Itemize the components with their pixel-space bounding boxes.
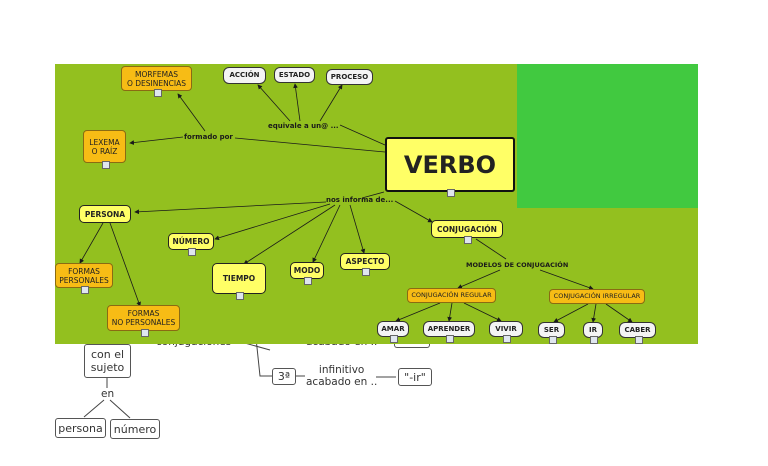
- aprender-label: APRENDER: [427, 324, 471, 333]
- tiempo-label: TIEMPO: [222, 274, 256, 283]
- resource-icon: [634, 336, 643, 344]
- ir-label: IR: [589, 325, 597, 334]
- resource-icon: [503, 335, 511, 343]
- caber-label: CABER: [624, 325, 651, 334]
- infinitivo-label: infinitivo acabado en ..: [306, 364, 378, 388]
- aspecto-node: ASPECTO: [340, 253, 390, 276]
- conjugacion-label: CONJUGACIÓN: [437, 224, 497, 234]
- amar-label: AMAR: [381, 324, 405, 333]
- numero-node-bottom: número: [110, 419, 160, 439]
- resource-icon: [548, 336, 557, 344]
- amar-node: AMAR: [377, 321, 409, 343]
- resource-icon: [464, 236, 472, 244]
- lexema-node: LEXEMA O RAÍZ: [83, 130, 126, 169]
- ser-node: SER: [538, 322, 565, 344]
- formas-no-personales-label: FORMAS NO PERSONALES: [111, 309, 176, 327]
- formas-personales-node: FORMAS PERSONALES: [55, 263, 113, 294]
- caber-node: CABER: [619, 322, 656, 344]
- persona-node-bottom: persona: [55, 418, 106, 438]
- aprender-node: APRENDER: [423, 321, 475, 343]
- tercera-node: 3ª: [272, 368, 296, 385]
- label-formado-por: formado por: [184, 133, 233, 141]
- conjugacion-node: CONJUGACIÓN: [431, 220, 503, 244]
- conjugaciones-label: conjugaciones: [156, 342, 231, 348]
- resource-icon: [446, 335, 454, 343]
- resource-icon: [390, 335, 398, 343]
- formas-no-personales-node: FORMAS NO PERSONALES: [107, 305, 180, 337]
- resource-icon: [590, 336, 598, 344]
- persona-label: PERSONA: [84, 209, 126, 219]
- conj-irregular-label: CONJUGACIÓN IRREGULAR: [553, 292, 641, 300]
- resource-icon: [153, 89, 162, 97]
- modo-node: MODO: [290, 262, 324, 285]
- vivir-label: VIVIR: [495, 324, 517, 333]
- resource-icon: [447, 189, 455, 197]
- resource-icon: [101, 161, 110, 169]
- terminacion-ir-node: "-ir": [398, 368, 432, 386]
- conj-regular-label: CONJUGACIÓN REGULAR: [411, 291, 492, 299]
- en-label: en: [101, 388, 115, 400]
- conj-regular-node: CONJUGACIÓN REGULAR: [407, 288, 496, 303]
- numero-node: NÚMERO: [168, 233, 214, 256]
- green-block: [517, 64, 698, 208]
- acabado-en-label-top: acabado en ..: [306, 342, 377, 348]
- verbo-label: VERBO: [403, 150, 497, 179]
- resource-icon: [304, 277, 312, 285]
- resource-icon: [188, 248, 196, 256]
- con-el-sujeto-node: con el sujeto: [84, 344, 131, 378]
- label-equivale: equivale a un@ ...: [268, 122, 339, 130]
- verbo-node: VERBO: [385, 137, 515, 197]
- label-modelos-conjugacion: MODELOS DE CONJUGACIÓN: [466, 261, 569, 269]
- estado-node: ESTADO: [274, 67, 315, 83]
- proceso-label: PROCESO: [330, 72, 369, 81]
- resource-icon: [81, 286, 89, 294]
- accion-node: ACCIÓN: [223, 67, 266, 84]
- vivir-node: VIVIR: [489, 321, 523, 343]
- lexema-label: LEXEMA O RAÍZ: [89, 137, 120, 156]
- persona-node: PERSONA: [79, 205, 131, 223]
- label-nos-informa: nos informa de...: [326, 196, 394, 204]
- proceso-node: PROCESO: [326, 69, 373, 85]
- accion-label: ACCIÓN: [229, 71, 260, 79]
- morfemas-label: MORFEMAS O DESINENCIAS: [126, 69, 187, 88]
- tiempo-node: TIEMPO: [212, 263, 266, 300]
- morfemas-node: MORFEMAS O DESINENCIAS: [121, 66, 192, 97]
- formas-personales-label: FORMAS PERSONALES: [59, 266, 109, 285]
- resource-icon: [236, 292, 244, 300]
- estado-label: ESTADO: [278, 70, 311, 79]
- numero-label: NÚMERO: [172, 237, 210, 246]
- modo-label: MODO: [293, 266, 321, 275]
- resource-icon: [140, 329, 149, 337]
- resource-icon: [362, 268, 370, 276]
- conj-irregular-node: CONJUGACIÓN IRREGULAR: [549, 289, 645, 304]
- ser-label: SER: [543, 325, 560, 334]
- aspecto-label: ASPECTO: [345, 257, 385, 266]
- ir-node: IR: [583, 322, 603, 344]
